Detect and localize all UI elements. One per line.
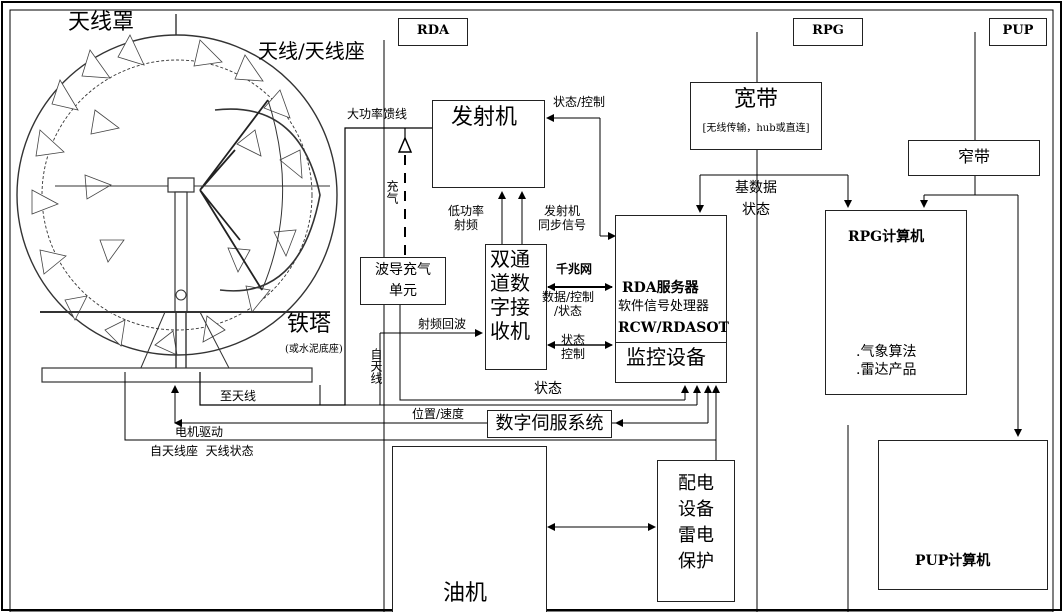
rpg-computer-box: RPG计算机 .气象算法 .雷达产品 xyxy=(825,210,967,395)
monitor-equipment-label: 监控设备 xyxy=(626,345,706,369)
from-mount-status-label: 自天线座 天线状态 xyxy=(150,444,254,458)
antenna-mount-label: 天线/天线座 xyxy=(258,39,365,63)
low-power-rf-label: 低功率 射频 xyxy=(448,204,485,232)
status-label-a: 状态 xyxy=(742,202,770,218)
narrowband-label: 窄带 xyxy=(957,147,990,166)
generator-box: 油机 xyxy=(392,446,547,612)
broadband-box: 宽带 [无线传输，hub或直连] xyxy=(690,82,822,150)
to-antenna-label: 至天线 xyxy=(220,389,257,403)
broadband-note: [无线传输，hub或直连] xyxy=(702,123,810,134)
rda-server-label: RDA服务器 xyxy=(622,280,699,296)
narrowband-box: 窄带 xyxy=(908,140,1040,176)
rpg-section-tag: RPG xyxy=(793,18,863,46)
from-antenna-label: 自天线 xyxy=(369,348,383,384)
rcw-rdasot-label: RCW/RDASOT xyxy=(618,320,729,336)
power-distribution-box: 配电 设备 雷电 保护 xyxy=(657,460,735,602)
receiver-box: 双通道数字接收机 xyxy=(485,244,547,370)
servo-system-box: 数字伺服系统 xyxy=(487,410,612,438)
rf-echo-label: 射频回波 xyxy=(418,317,467,331)
receiver-label: 双通道数字接收机 xyxy=(490,247,530,343)
signal-processor-label: 软件信号处理器 xyxy=(618,299,710,314)
gigabit-label: 千兆网 xyxy=(556,262,593,276)
motor-drive-label: 电机驱动 xyxy=(175,425,224,439)
radome-dish-icon xyxy=(16,14,338,383)
waveguide-unit-box: 波导充气 单元 xyxy=(360,257,446,305)
transmitter-box: 发射机 xyxy=(432,100,545,188)
base-data-label: 基数据 xyxy=(735,180,777,196)
rpg-computer-label: RPG计算机 xyxy=(848,229,925,245)
tower-note: (或水泥底座) xyxy=(285,344,343,355)
rda-server-box: RDA服务器 软件信号处理器 RCW/RDASOT 监控设备 xyxy=(615,215,729,383)
broadband-label: 宽带 xyxy=(733,87,778,112)
high-power-feed-label: 大功率馈线 xyxy=(347,107,408,121)
tx-sync-label: 发射机 同步信号 xyxy=(538,204,587,232)
generator-label: 油机 xyxy=(443,581,488,606)
transmitter-label: 发射机 xyxy=(451,105,518,130)
pup-computer-label: PUP计算机 xyxy=(915,553,991,569)
status-control-label-1: 状态/控制 xyxy=(553,95,606,109)
radome-label: 天线罩 xyxy=(68,10,135,35)
status-label-b: 状态 xyxy=(534,381,562,397)
pup-computer-box: PUP计算机 xyxy=(878,440,1048,590)
position-speed-label: 位置/速度 xyxy=(412,407,465,421)
status-control-label-2: 状态 控制 xyxy=(561,333,586,361)
data-ctrl-status-label: 数据/控制 /状态 xyxy=(542,290,595,318)
fill-gas-label: 充气 xyxy=(385,180,399,204)
tower-label: 铁塔 xyxy=(287,312,332,337)
rpg-features-label: .气象算法 .雷达产品 xyxy=(856,344,917,378)
pup-section-tag: PUP xyxy=(989,18,1047,46)
rda-section-tag: RDA xyxy=(398,18,468,46)
